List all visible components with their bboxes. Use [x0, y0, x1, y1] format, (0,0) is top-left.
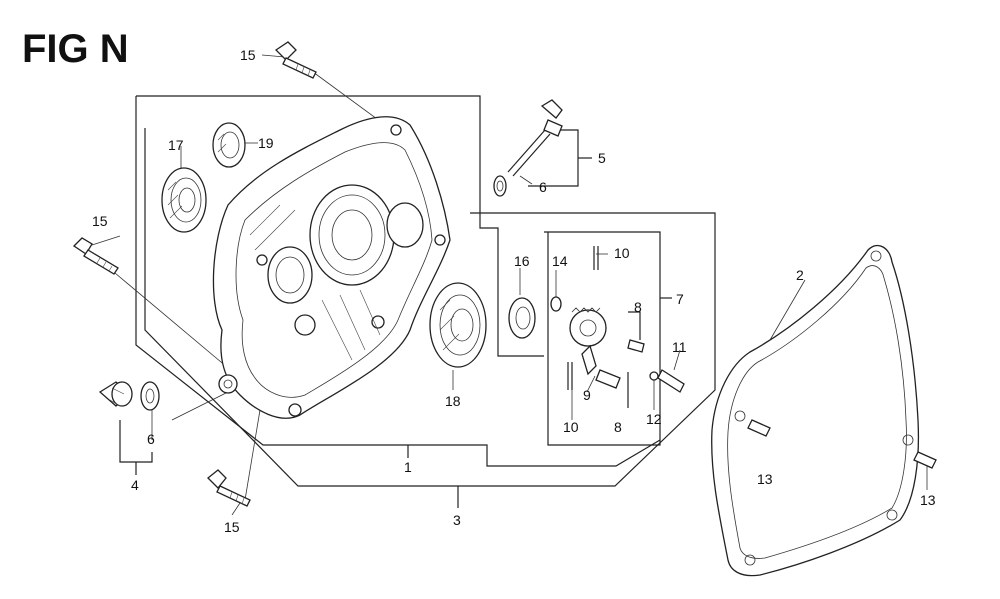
drain-plug-4	[98, 381, 160, 411]
callout-7: 7	[676, 291, 684, 307]
callout-18: 18	[445, 393, 461, 409]
callout-labels: 15 19 17 5 6 15 16 14 10 7 8 2 11 9 18 1…	[92, 47, 936, 535]
crankcase-cover	[212, 116, 451, 419]
governor-assembly-7	[550, 246, 685, 393]
callout-12: 12	[646, 411, 662, 427]
bolt-15-left	[72, 237, 119, 275]
callout-13-right: 13	[920, 492, 936, 508]
assembly-bracket-lines	[119, 95, 716, 508]
callout-2: 2	[796, 267, 804, 283]
callout-15-left: 15	[92, 213, 108, 229]
callout-3: 3	[453, 512, 461, 528]
callout-10-bottom: 10	[563, 419, 579, 435]
callout-11: 11	[672, 339, 687, 355]
callout-4: 4	[131, 477, 139, 493]
callout-19: 19	[258, 135, 274, 151]
callout-1: 1	[404, 459, 412, 475]
dowel-pin-13-left	[747, 419, 771, 437]
callout-8-top: 8	[634, 299, 642, 315]
callout-5: 5	[598, 150, 606, 166]
dowel-pin-13-right	[913, 451, 937, 469]
callout-14: 14	[552, 253, 568, 269]
bearing-18	[429, 282, 487, 368]
callout-15-top: 15	[240, 47, 256, 63]
callout-9: 9	[583, 387, 591, 403]
bolt-15-top	[274, 41, 317, 79]
callout-13-left: 13	[757, 471, 773, 487]
callout-6-bottom: 6	[147, 431, 155, 447]
oil-seal-16	[508, 297, 536, 339]
gasket-2	[711, 245, 920, 577]
callout-6-top: 6	[539, 179, 547, 195]
callout-17: 17	[168, 137, 184, 153]
bearing-17	[161, 167, 207, 233]
callout-15-bottom: 15	[224, 519, 240, 535]
callout-10-top: 10	[614, 245, 630, 261]
oil-filler-dipstick-5	[493, 99, 563, 197]
callout-8-bottom: 8	[614, 419, 622, 435]
callout-16: 16	[514, 253, 530, 269]
bearing-19	[212, 122, 246, 168]
figure-title: FIG N	[22, 27, 129, 71]
bolt-15-bottom	[207, 469, 251, 507]
